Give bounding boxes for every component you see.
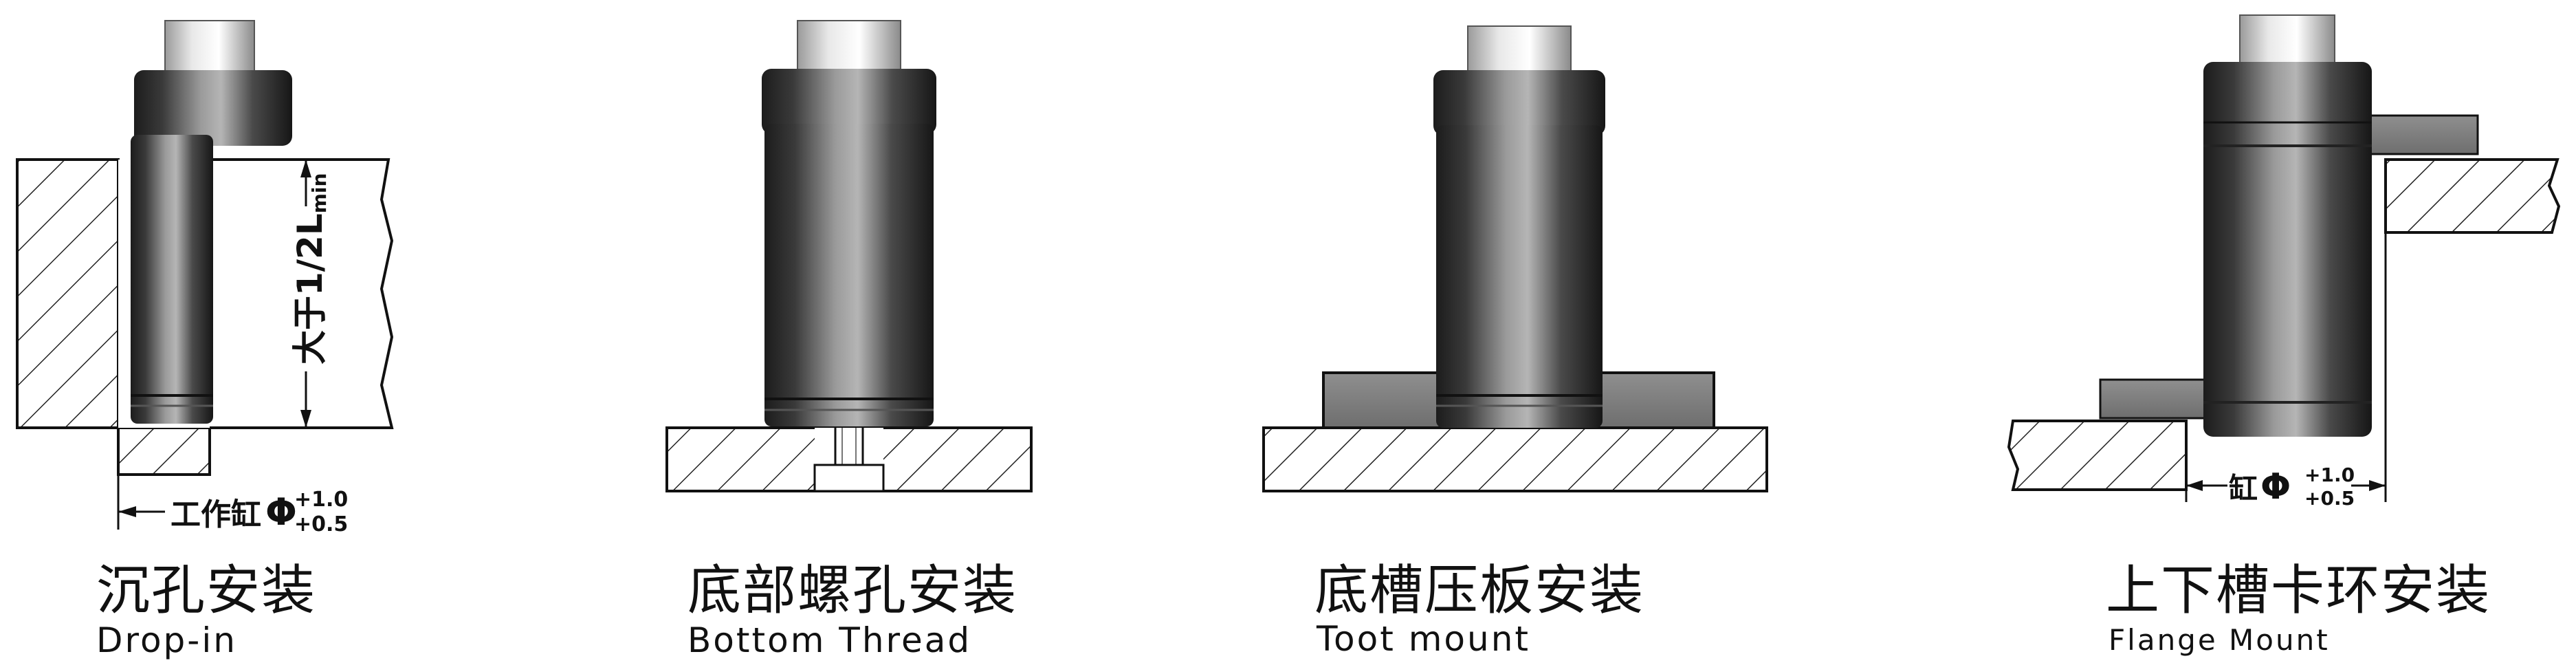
caption-cn: 上下槽卡环安装	[2106, 560, 2491, 622]
bore-dimension: 缸Φ	[2229, 466, 2291, 508]
panel-flange-mount: 缸Φ +1.0 +0.5	[2007, 14, 2561, 510]
cylinder	[131, 20, 292, 424]
panel-bottom-thread	[665, 20, 1033, 492]
lower-snap-plate	[2099, 378, 2215, 420]
tolerance-lower: +0.5	[294, 512, 348, 536]
cylinder	[762, 20, 936, 426]
base-plate	[1262, 426, 1768, 492]
tolerance-upper: +1.0	[294, 488, 348, 512]
panel-toot-mount	[1262, 25, 1768, 492]
caption-en: Toot mount	[1317, 619, 1531, 659]
tolerance-lower: +0.5	[2304, 487, 2355, 510]
upper-block	[2384, 158, 2561, 234]
lower-block	[2007, 420, 2188, 491]
caption-en: Drop-in	[96, 620, 237, 660]
caption-en: Flange Mount	[2109, 623, 2330, 657]
caption-cn: 底部螺孔安装	[687, 560, 1018, 622]
tolerance-upper: +1.0	[2304, 464, 2355, 486]
caption-en: Bottom Thread	[687, 620, 972, 660]
cylinder	[1433, 25, 1605, 428]
depth-label: 大于1/2Lmin	[290, 173, 331, 365]
caption-cn: 沉孔安装	[96, 560, 317, 622]
upper-snap-plate	[2368, 114, 2479, 155]
caption-cn: 底槽压板安装	[1314, 560, 1645, 622]
cylinder	[2203, 14, 2372, 437]
